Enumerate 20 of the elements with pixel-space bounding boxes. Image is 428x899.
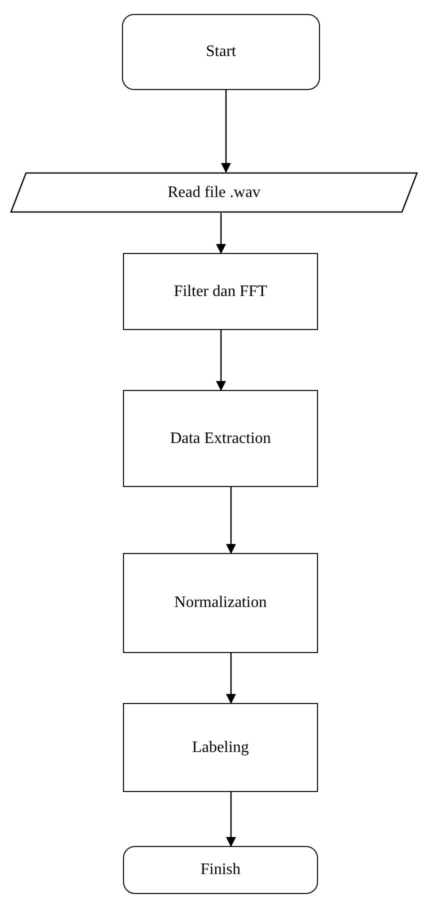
terminal-box: [123, 846, 318, 894]
node-label: Data Extraction: [170, 428, 271, 448]
node-label: Labeling: [192, 738, 249, 758]
node-label: Start: [206, 42, 236, 62]
process-box: [123, 703, 318, 792]
input-parallelogram: [10, 172, 418, 213]
process-box: [123, 390, 318, 487]
arrow: [226, 653, 236, 704]
arrow: [221, 90, 231, 173]
process-box: [123, 553, 318, 653]
arrow: [226, 487, 236, 554]
node-label: Normalization: [174, 593, 267, 613]
process-box: [123, 253, 318, 330]
arrow: [226, 792, 236, 847]
terminal-box: [122, 14, 320, 90]
arrow: [216, 330, 226, 391]
arrow: [216, 213, 226, 254]
node-label: Read file .wav: [168, 182, 260, 202]
node-label: Filter dan FFT: [174, 282, 268, 302]
node-label: Finish: [200, 860, 240, 880]
